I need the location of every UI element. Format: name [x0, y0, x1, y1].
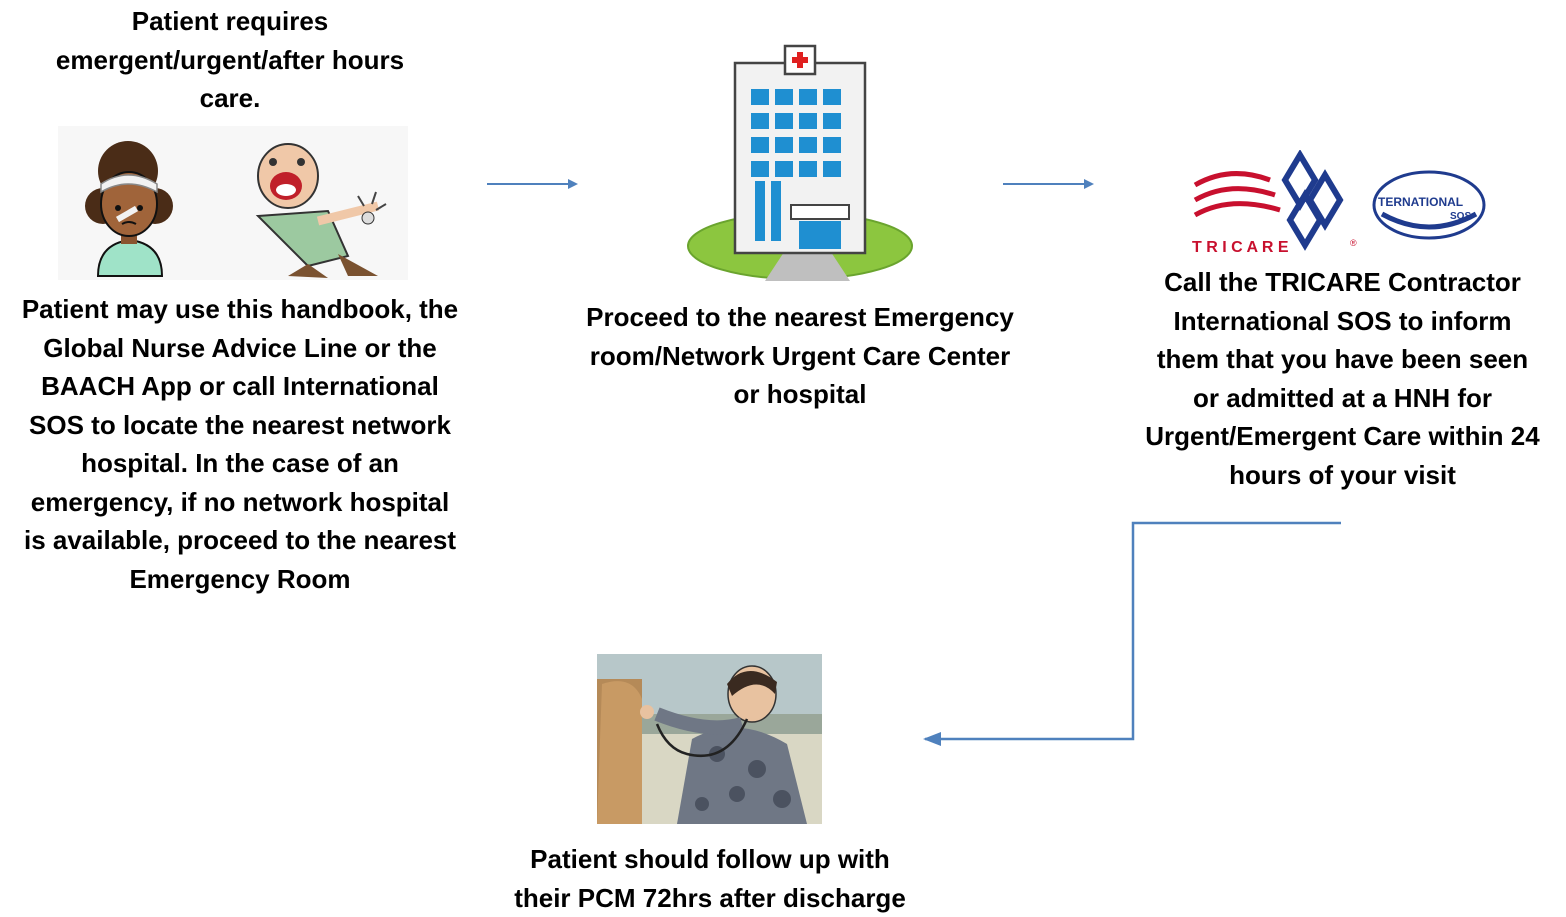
tricare-wordmark: T R I C A R E: [1192, 239, 1289, 255]
connector-step3-to-step4: [923, 521, 1341, 746]
registered-mark: ®: [1350, 238, 1357, 248]
step-3-text: Proceed to the nearest Emergency room/Ne…: [586, 302, 1014, 409]
tricare-logo-icon: T R I C A R E ®: [1192, 150, 1357, 255]
bandaged-woman-icon: [85, 141, 173, 277]
doctor-checkup-icon: [597, 654, 822, 824]
sos-line-2: SOS: [1450, 211, 1471, 222]
step-1-text: Patient requires emergent/urgent/after h…: [55, 6, 405, 113]
step-4-text: Call the TRICARE Contractor Internationa…: [1145, 267, 1540, 490]
step-2-text: Patient may use this handbook, the Globa…: [21, 294, 459, 594]
hospital-building-icon: [687, 44, 913, 281]
step-5-text: Patient should follow up with their PCM …: [514, 844, 906, 913]
hospital-windows: [751, 89, 841, 249]
man-in-pain-icon: [255, 143, 387, 278]
sick-patients-icon: [58, 126, 408, 280]
sos-line-1: TERNATIONAL: [1378, 195, 1463, 209]
international-sos-logo-icon: TERNATIONAL SOS: [1372, 170, 1486, 240]
